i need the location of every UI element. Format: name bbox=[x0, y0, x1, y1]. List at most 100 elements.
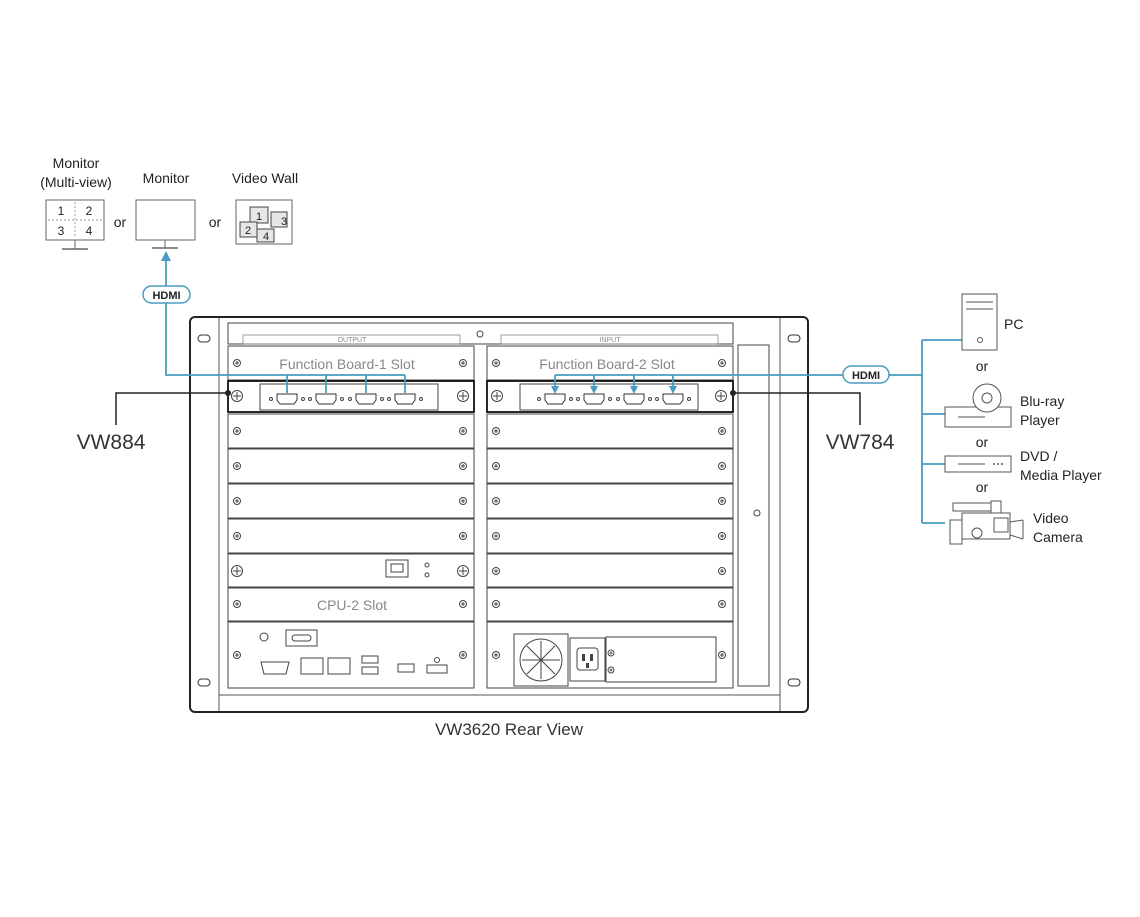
or-label: or bbox=[976, 479, 989, 495]
lan-module bbox=[385, 559, 430, 578]
bluray-label-line1: Blu-ray bbox=[1020, 393, 1064, 409]
screw bbox=[718, 427, 726, 435]
multiview-cell-4: 4 bbox=[86, 224, 93, 238]
video-wall-icon: 1 3 2 4 bbox=[235, 199, 293, 245]
input-cable-drop bbox=[630, 375, 638, 394]
screw bbox=[231, 565, 243, 577]
dvd-label-line1: DVD / bbox=[1020, 448, 1057, 464]
output-label: OUTPUT bbox=[338, 337, 368, 344]
screw bbox=[492, 567, 500, 575]
cpu-board bbox=[227, 621, 475, 689]
multiview-monitor-icon: 1 2 3 4 bbox=[45, 199, 105, 250]
screws bbox=[231, 359, 727, 674]
screw bbox=[718, 600, 726, 608]
screw bbox=[233, 651, 241, 659]
vw784-label: VW784 bbox=[826, 431, 895, 454]
dvd-player-icon bbox=[944, 455, 1012, 473]
screw bbox=[492, 497, 500, 505]
screw bbox=[233, 359, 241, 367]
screw bbox=[459, 600, 467, 608]
cpu-connectors bbox=[259, 629, 448, 675]
hdmi-output-port bbox=[269, 393, 305, 405]
camera-label-line2: Camera bbox=[1033, 529, 1083, 545]
input-cable-drop bbox=[590, 375, 598, 394]
screw bbox=[233, 497, 241, 505]
multiview-cell-1: 1 bbox=[58, 204, 65, 218]
screw bbox=[492, 427, 500, 435]
pc-icon bbox=[961, 293, 998, 351]
screw bbox=[607, 649, 615, 657]
screw bbox=[457, 390, 469, 402]
screw bbox=[233, 600, 241, 608]
rack-ear-hole bbox=[197, 334, 801, 687]
screw bbox=[459, 532, 467, 540]
video-wall-cell-3: 3 bbox=[281, 216, 287, 228]
screw bbox=[492, 462, 500, 470]
or-label: or bbox=[976, 358, 989, 374]
hdmi-input-port bbox=[616, 393, 652, 405]
video-wall-cell-4: 4 bbox=[263, 231, 269, 243]
hdmi-input-port bbox=[655, 393, 691, 405]
input-cable-drop bbox=[551, 375, 559, 394]
video-wall-title: Video Wall bbox=[232, 170, 298, 186]
screw bbox=[459, 497, 467, 505]
screw bbox=[233, 532, 241, 540]
screw bbox=[233, 427, 241, 435]
screw bbox=[715, 390, 727, 402]
screw bbox=[459, 359, 467, 367]
input-label: INPUT bbox=[600, 337, 622, 344]
screw bbox=[718, 651, 726, 659]
camera-label-line1: Video bbox=[1033, 510, 1069, 526]
screw bbox=[459, 427, 467, 435]
chassis: OUTPUT INPUT Function Board-1 Slot CPU-2… bbox=[189, 316, 809, 713]
vw884-label: VW884 bbox=[77, 431, 146, 454]
source-devices: PC or Blu-ray Player or DVD / Media Play… bbox=[944, 293, 1102, 545]
vw884-board bbox=[227, 380, 475, 413]
multiview-cell-2: 2 bbox=[86, 204, 93, 218]
vw884-callout: VW884 bbox=[77, 390, 231, 454]
monitor-title: Monitor bbox=[143, 170, 190, 186]
dvd-label-line2: Media Player bbox=[1020, 467, 1102, 483]
input-hdmi-tag: HDMI bbox=[842, 365, 890, 384]
screw bbox=[718, 359, 726, 367]
screw bbox=[459, 462, 467, 470]
screw bbox=[607, 666, 615, 674]
bluray-player-icon bbox=[944, 383, 1012, 428]
monitor-icon bbox=[135, 199, 196, 249]
hdmi-output-port bbox=[387, 393, 423, 405]
function-board-1-slot-label: Function Board-1 Slot bbox=[279, 356, 415, 372]
screw bbox=[231, 390, 243, 402]
rear-view-caption: VW3620 Rear View bbox=[435, 720, 584, 739]
or-label: or bbox=[209, 214, 222, 230]
video-wall-cell-1: 1 bbox=[256, 211, 262, 223]
screw bbox=[233, 462, 241, 470]
output-hdmi-label: HDMI bbox=[152, 290, 180, 302]
output-hdmi-tag: HDMI bbox=[142, 285, 191, 304]
function-board-2-slot-label: Function Board-2 Slot bbox=[539, 356, 675, 372]
output-devices: Monitor (Multi-view) 1 2 3 4 or Monitor … bbox=[40, 155, 298, 250]
or-label: or bbox=[114, 214, 127, 230]
hdmi-output-port bbox=[308, 393, 344, 405]
screw bbox=[492, 532, 500, 540]
bluray-label-line2: Player bbox=[1020, 412, 1060, 428]
pc-label: PC bbox=[1004, 316, 1023, 332]
input-hdmi-label: HDMI bbox=[852, 370, 880, 382]
screw bbox=[492, 651, 500, 659]
cpu-2-slot-label: CPU-2 Slot bbox=[317, 597, 387, 613]
screw bbox=[491, 390, 503, 402]
screw bbox=[718, 532, 726, 540]
vw784-board bbox=[486, 380, 734, 413]
hdmi-ports bbox=[269, 375, 691, 405]
or-label: or bbox=[976, 434, 989, 450]
screw bbox=[718, 567, 726, 575]
hdmi-output-port bbox=[348, 393, 384, 405]
vw784-callout: VW784 bbox=[730, 390, 895, 454]
multiview-monitor-title: Monitor bbox=[53, 155, 100, 171]
video-wall-cell-2: 2 bbox=[245, 225, 251, 237]
screw bbox=[457, 565, 469, 577]
multiview-monitor-subtitle: (Multi-view) bbox=[40, 174, 112, 190]
screw bbox=[492, 600, 500, 608]
hdmi-input-port bbox=[576, 393, 612, 405]
input-cable-drop bbox=[669, 375, 677, 394]
